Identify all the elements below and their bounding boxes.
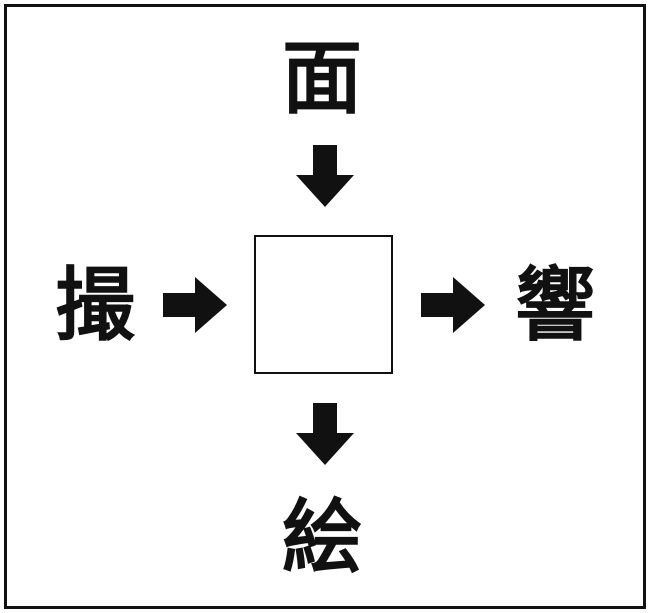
kanji-bottom: 絵	[282, 490, 362, 584]
arrow-down-icon	[296, 145, 354, 207]
arrow-down-icon	[296, 403, 354, 465]
kanji-right: 響	[515, 258, 595, 352]
answer-box[interactable]	[254, 235, 393, 374]
arrow-right-icon	[163, 277, 227, 333]
kanji-top: 面	[282, 31, 362, 125]
arrow-right-icon	[421, 277, 485, 333]
kanji-left: 撮	[55, 258, 135, 352]
